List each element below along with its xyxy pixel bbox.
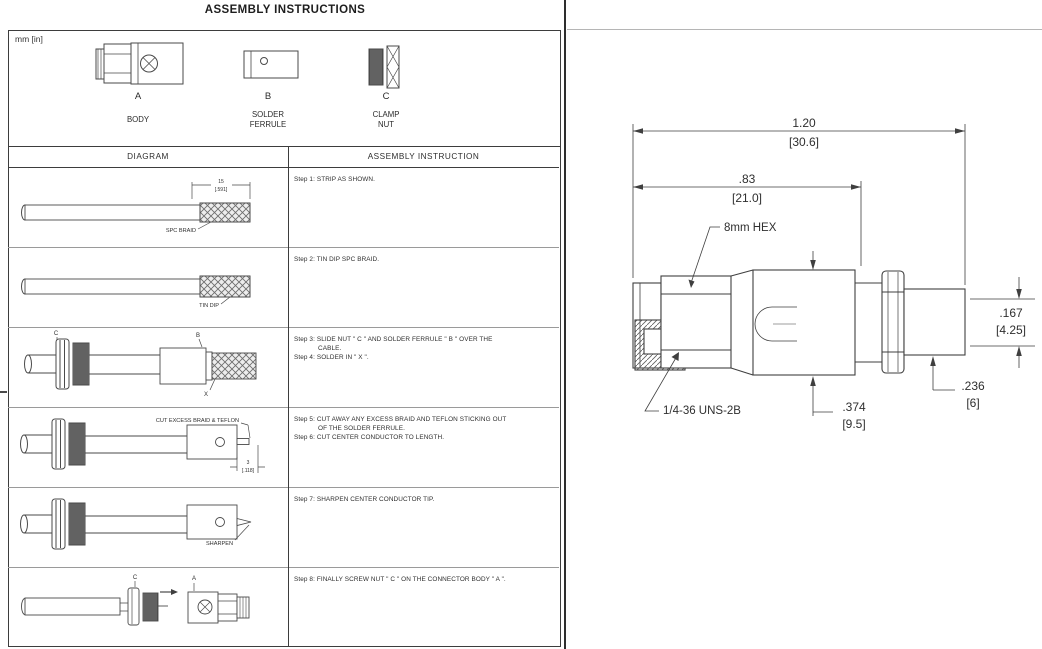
part-a-letter: A (134, 91, 142, 102)
step7-text: Step 7: SHARPEN CENTER CONDUCTOR TIP. (294, 496, 435, 503)
label-c: C (54, 331, 59, 337)
dim-body-mm: [21.0] (732, 191, 762, 205)
table-row-step2: TIN DIP Step 2: TIN DIP SPC BRAID. (8, 247, 559, 328)
step2-text: Step 2: TIN DIP SPC BRAID. (294, 256, 380, 263)
step1-text: Step 1: STRIP AS SHOWN. (294, 176, 376, 183)
sharpen-label: SHARPEN (206, 541, 233, 547)
cut-excess-label: CUT EXCESS BRAID & TEFLON (156, 418, 239, 424)
hex-label: 8mm HEX (724, 222, 777, 234)
spc-braid-label: SPC BRAID (166, 228, 196, 234)
fold-mark (0, 391, 7, 393)
dim-cable-in: .236 (961, 379, 985, 393)
thread-callout-leader (644, 352, 679, 412)
dim-bore-in: .167 (999, 306, 1023, 320)
part-b-letter: B (264, 91, 272, 102)
label-b: B (196, 333, 200, 339)
connector-dimension-drawing: 1.20 [30.6] .83 [21.0] 8mm HEX 1/4-36 UN… (632, 116, 1035, 431)
cut-dim-in: [.118] (242, 468, 255, 474)
units-label: mm [in] (15, 34, 43, 44)
slide-nut-diagram: C B X (24, 331, 257, 398)
dim-dia-in: .374 (842, 400, 866, 414)
table-row-step3-4: C B X Step 3: SLIDE NUT " C " AND SOLDER… (8, 327, 559, 408)
dim-body-length (633, 181, 862, 266)
body-part-icon (95, 42, 184, 85)
part-c-letter: C (382, 91, 390, 102)
dim-cable-entry-diameter (930, 356, 955, 391)
tin-dip-label: TIN DIP (199, 303, 219, 309)
dim-overall-length (632, 124, 966, 285)
table-row-step1: 15 [.591] SPC BRAID Step 1: STRIP AS SHO… (8, 167, 559, 248)
tin-dip-diagram: TIN DIP (21, 275, 251, 309)
dim-body-in: .83 (739, 172, 756, 186)
strip-dim-mm: 15 (218, 179, 224, 185)
strip-diagram: 15 [.591] SPC BRAID (21, 179, 251, 234)
dim-overall-mm: [30.6] (789, 135, 819, 149)
instruction-table-frame (8, 147, 561, 647)
step8-text: Step 8: FINALLY SCREW NUT " C " ON THE C… (294, 576, 506, 583)
right-sheet-top-border (567, 29, 1042, 30)
table-row-step7: SHARPEN Step 7: SHARPEN CENTER CONDUCTOR… (8, 487, 559, 568)
label-a: A (192, 576, 196, 582)
sheet-divider-line (564, 0, 566, 649)
column-header-instruction: ASSEMBLY INSTRUCTION (367, 152, 480, 161)
step5-6-text: Step 5: CUT AWAY ANY EXCESS BRAID AND TE… (294, 416, 507, 441)
final-assembly-diagram: C A (21, 575, 250, 626)
dim-cable-mm: [6] (966, 396, 979, 410)
dim-overall-in: 1.20 (792, 116, 816, 130)
page-title: ASSEMBLY INSTRUCTIONS (204, 4, 366, 16)
cut-dim-mm: 3 (247, 460, 250, 466)
step3-4-text: Step 3: SLIDE NUT " C " AND SOLDER FERRU… (294, 336, 493, 361)
thread-label: 1/4-36 UNS-2B (663, 405, 741, 417)
hex-callout-leader (688, 226, 720, 288)
dim-dia-mm: [9.5] (842, 417, 865, 431)
sharpen-diagram: SHARPEN (20, 498, 252, 550)
solder-ferrule-part-icon (243, 50, 299, 79)
cut-excess-diagram: CUT EXCESS BRAID & TEFLON 3 [.118] (20, 418, 265, 474)
table-row-step8: C A Step 8: FINALLY SCREW NUT " C " ON T… (8, 567, 559, 646)
part-a-name: BODY (126, 115, 150, 124)
label-x: X (204, 392, 208, 398)
label-c: C (133, 575, 138, 581)
parts-overview-box: mm [in] (8, 30, 561, 147)
dim-body-diameter (810, 251, 833, 416)
strip-dim-in: [.591] (215, 187, 228, 193)
table-row-step5-6: CUT EXCESS BRAID & TEFLON 3 [.118] Step … (8, 407, 559, 488)
dim-bore-diameter (970, 277, 1035, 368)
dim-bore-mm: [4.25] (996, 323, 1026, 337)
table-header: DIAGRAM ASSEMBLY INSTRUCTION (8, 147, 559, 168)
column-header-diagram: DIAGRAM (127, 152, 169, 161)
parts-icons (95, 42, 400, 89)
clamp-nut-part-icon (368, 45, 400, 89)
